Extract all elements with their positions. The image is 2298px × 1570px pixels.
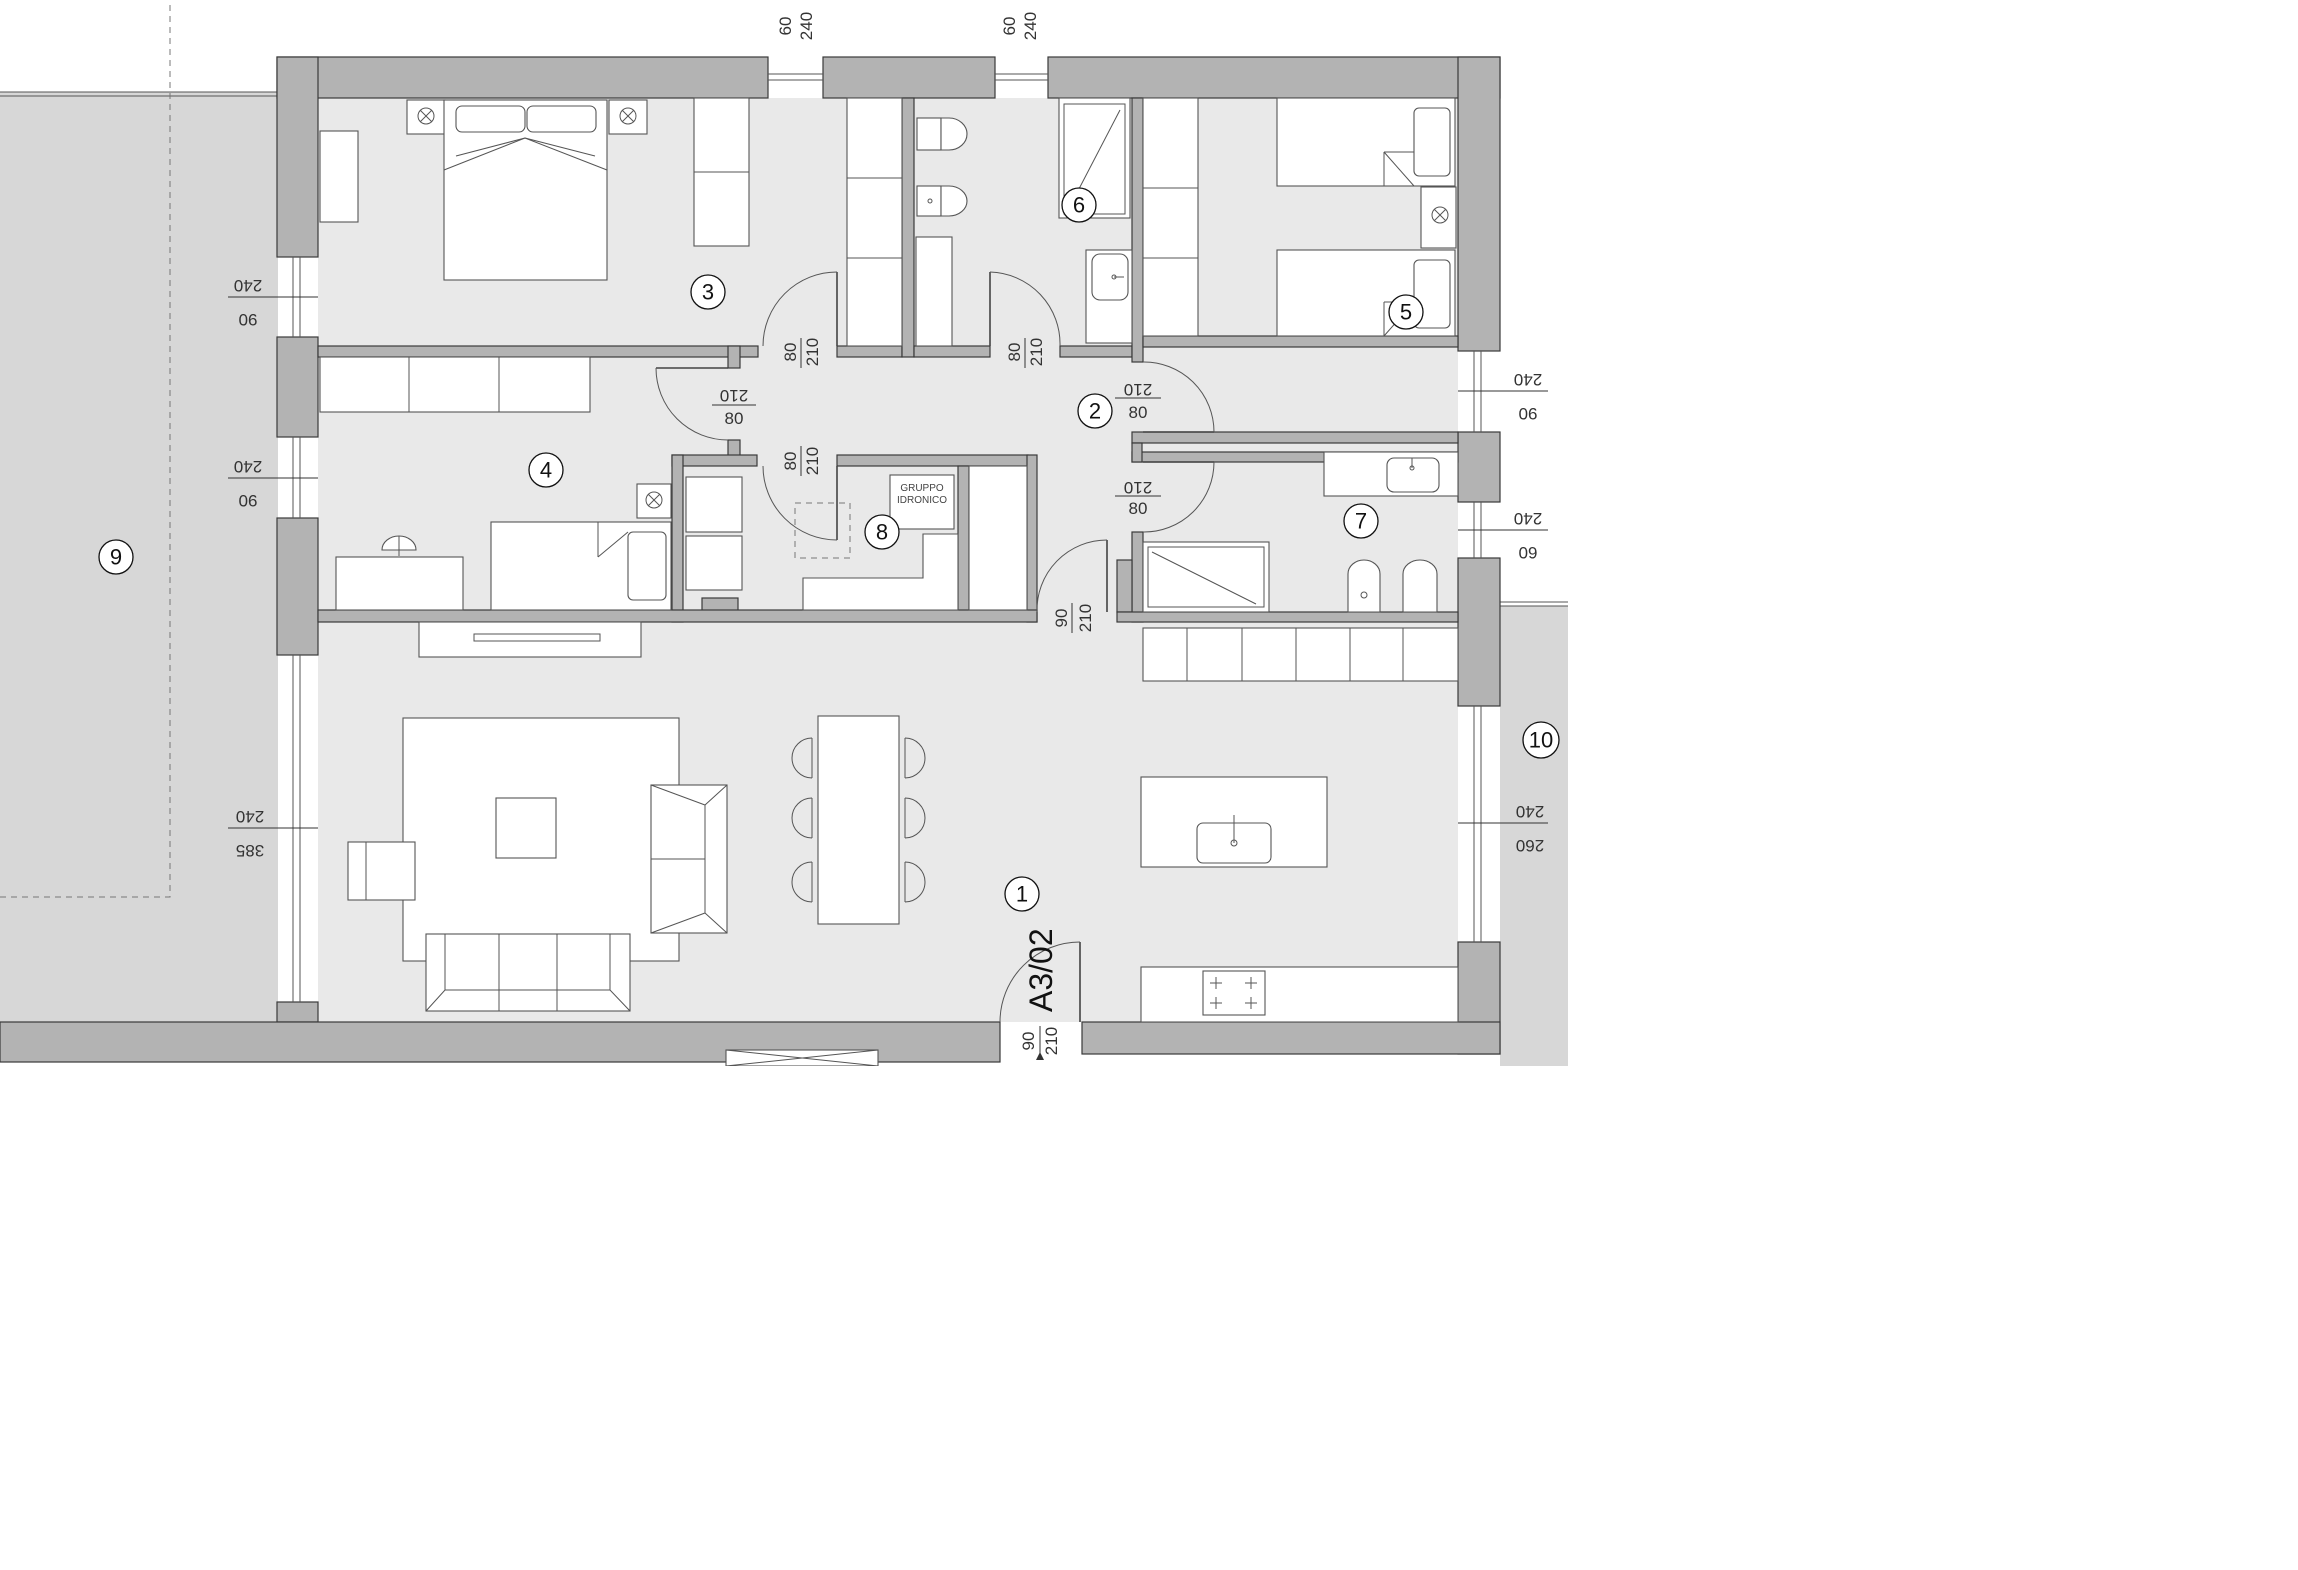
- svg-text:240: 240: [236, 807, 264, 826]
- svg-text:240: 240: [234, 457, 262, 476]
- room-label-5: 5: [1388, 294, 1424, 330]
- svg-text:240: 240: [1516, 802, 1544, 821]
- svg-text:210: 210: [1124, 478, 1152, 497]
- svg-text:8: 8: [876, 520, 888, 545]
- room-label-3: 3: [690, 274, 726, 310]
- terrace-left: [0, 92, 278, 1022]
- svg-text:4: 4: [540, 458, 552, 483]
- furniture: [319, 97, 1459, 1066]
- svg-text:1: 1: [1016, 882, 1028, 907]
- svg-text:7: 7: [1355, 509, 1367, 534]
- svg-text:2: 2: [1089, 399, 1101, 424]
- svg-text:80: 80: [1005, 343, 1024, 362]
- svg-text:240: 240: [797, 12, 816, 40]
- svg-text:90: 90: [239, 310, 258, 329]
- svg-text:240: 240: [1514, 370, 1542, 389]
- svg-text:240: 240: [1021, 12, 1040, 40]
- svg-text:80: 80: [725, 409, 744, 428]
- svg-text:385: 385: [236, 841, 264, 860]
- window-dimensions: 60 240 60 240 240 90 240 90 240 385 240 …: [228, 12, 1548, 860]
- svg-text:60: 60: [776, 17, 795, 36]
- entrance-arrow-icon: [1036, 1052, 1044, 1060]
- entrance-width: 90: [1019, 1032, 1038, 1051]
- svg-text:90: 90: [1519, 404, 1538, 423]
- terrace-boundary: [0, 5, 171, 898]
- svg-text:80: 80: [1129, 499, 1148, 518]
- room-labels: 1 2 3 4 5 6 7 8 9 10: [98, 187, 1560, 912]
- room-label-2: 2: [1077, 393, 1113, 429]
- door-dimensions: 80 210 80 210 210 80 80 210 210 80 210 8…: [712, 338, 1161, 633]
- walls: [0, 56, 1501, 1063]
- svg-text:10: 10: [1529, 728, 1553, 753]
- floor-plan: GRUPPO IDRONICO 80 210 80 210 210 80 80 …: [0, 5, 1568, 1066]
- equipment-label-line2: IDRONICO: [897, 495, 947, 506]
- svg-text:240: 240: [1514, 509, 1542, 528]
- svg-text:6: 6: [1073, 193, 1085, 218]
- svg-text:80: 80: [781, 343, 800, 362]
- room-label-8: 8: [864, 514, 900, 550]
- svg-text:240: 240: [234, 276, 262, 295]
- svg-text:90: 90: [1052, 609, 1071, 628]
- room-label-7: 7: [1343, 503, 1379, 539]
- room-label-6: 6: [1061, 187, 1097, 223]
- room-label-4: 4: [528, 452, 564, 488]
- svg-text:80: 80: [1129, 403, 1148, 422]
- svg-text:9: 9: [110, 545, 122, 570]
- entrance-height: 210: [1042, 1027, 1061, 1055]
- svg-text:90: 90: [239, 491, 258, 510]
- equipment-label-line1: GRUPPO: [900, 483, 944, 494]
- svg-text:210: 210: [1124, 380, 1152, 399]
- room-label-10: 10: [1522, 721, 1560, 759]
- unit-id: A3/02: [1023, 928, 1059, 1012]
- svg-text:260: 260: [1516, 836, 1544, 855]
- room-label-9: 9: [98, 539, 134, 575]
- svg-text:3: 3: [702, 280, 714, 305]
- svg-text:210: 210: [803, 447, 822, 475]
- terrace-right: [1500, 606, 1568, 1066]
- room-label-1: 1: [1004, 876, 1040, 912]
- svg-text:5: 5: [1400, 300, 1412, 325]
- svg-text:60: 60: [1000, 17, 1019, 36]
- svg-text:80: 80: [781, 452, 800, 471]
- svg-text:210: 210: [803, 338, 822, 366]
- doors: [655, 271, 1215, 1023]
- svg-text:210: 210: [1076, 604, 1095, 632]
- svg-text:210: 210: [1027, 338, 1046, 366]
- svg-text:210: 210: [720, 386, 748, 405]
- svg-text:60: 60: [1519, 543, 1538, 562]
